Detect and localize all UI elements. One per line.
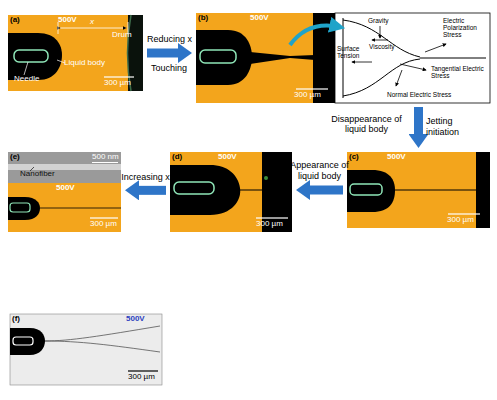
force-arrow — [372, 40, 388, 41]
photo-panel: (d) 500V 300 µm — [170, 152, 292, 232]
needle — [13, 337, 33, 345]
scale-bar — [92, 162, 118, 163]
voltage-label: 500V — [218, 153, 237, 162]
liquid-body — [8, 197, 40, 220]
zoom-arrow — [290, 25, 340, 45]
scale-bar — [448, 213, 480, 214]
force-label: Surface Tension — [337, 45, 371, 59]
voltage-label: 500V — [58, 16, 77, 25]
photo-panel: (c) 500V 300 µm — [347, 152, 490, 228]
process-arrow — [138, 186, 166, 195]
force-label: Tangential Electric Stress — [431, 65, 489, 79]
voltage-label: 500V — [250, 14, 269, 23]
liquid-body — [170, 165, 240, 215]
scale-label: 300 µm — [128, 373, 155, 382]
photo-background — [347, 152, 490, 228]
photo-background — [170, 152, 292, 232]
voltage-label: 500V — [56, 184, 75, 193]
force-diagram-box: GravityViscositySurface Tension Electric … — [335, 13, 490, 103]
force-label: Gravity — [368, 17, 389, 24]
photo-background — [8, 15, 143, 91]
scale-label: 500 nm — [92, 153, 119, 162]
panel-letter: (d) — [172, 153, 182, 162]
scale-label: 300 µm — [104, 79, 131, 88]
liquid-body — [10, 328, 45, 355]
force-label: Normal Electric Stress — [387, 91, 451, 98]
part-label: Needle — [14, 75, 39, 84]
arrow-label: Disappearance of liquid body — [327, 114, 407, 136]
photo-panel: 500V 300 µm — [8, 183, 121, 232]
panel-letter: (e) — [10, 153, 20, 162]
voltage-label: 500V — [387, 153, 406, 162]
jet-line — [420, 58, 486, 59]
photo-background — [10, 314, 162, 385]
needle — [10, 203, 30, 212]
force-arrow — [396, 70, 402, 86]
scale-bar — [104, 76, 134, 77]
dimension-label: x — [90, 18, 94, 27]
force-arrow — [425, 44, 446, 52]
liquid-neck — [250, 52, 315, 64]
photo-background — [8, 183, 121, 232]
jet-line — [45, 326, 160, 341]
process-arrow — [147, 49, 179, 58]
jet-line — [40, 208, 121, 209]
part-label: Drum — [112, 31, 132, 40]
scale-bar — [256, 217, 288, 218]
needle — [350, 184, 382, 195]
inset-background — [335, 13, 490, 103]
sem-panel: (e)Nanofiber 500 nm — [8, 152, 121, 183]
meniscus — [343, 59, 420, 96]
scale-label: 300 µm — [90, 220, 117, 229]
step-label: Touching — [145, 63, 193, 74]
voltage-label: 500V — [126, 315, 145, 324]
force-arrow — [380, 26, 381, 38]
scale-label: 300 µm — [294, 91, 321, 100]
jet-line — [45, 341, 160, 352]
panel-letter: (f) — [12, 315, 20, 324]
scale-bar — [90, 217, 118, 218]
panel-letter: (c) — [349, 153, 359, 162]
photo-panel: (f) 500V 300 µm — [10, 314, 162, 385]
force-arrow — [352, 62, 372, 63]
jet-line — [240, 190, 262, 191]
liquid-body — [8, 33, 62, 80]
force-label: Viscosity — [369, 43, 395, 50]
liquid-body — [196, 30, 252, 85]
process-arrow — [414, 107, 423, 135]
photo-panel: (a) 500V Needle Liquid body xDrum 300 µm — [8, 15, 143, 91]
force-label: Electric Polarization Stress — [443, 17, 489, 38]
process-arrow — [309, 186, 343, 195]
panel-letter: (a) — [10, 16, 20, 25]
force-arrow — [400, 64, 426, 70]
dimension-line — [60, 28, 126, 29]
sem-background — [8, 152, 121, 183]
arrow-label: Reducing x — [140, 34, 200, 45]
jet-line — [395, 190, 476, 191]
needle — [200, 50, 236, 63]
scale-bar — [128, 370, 158, 371]
scale-bar — [296, 88, 328, 89]
arrow-label: Appearance of liquid body — [287, 160, 353, 182]
drum — [476, 152, 490, 228]
glow-spot — [264, 176, 268, 180]
needle — [14, 50, 48, 62]
photo-panel: (b) 500V 300 µm GravityViscositySurface Ten… — [196, 13, 490, 103]
leader-line — [24, 62, 28, 75]
arrow-label: Increasing x — [115, 172, 177, 183]
scale-label: 300 µm — [256, 220, 283, 229]
part-label: Nanofiber — [20, 170, 55, 179]
step-label: Jetting initiation — [426, 116, 474, 138]
part-label: Liquid body — [64, 59, 105, 68]
scale-label: 300 µm — [447, 216, 474, 225]
needle — [174, 182, 214, 194]
panel-letter: (b) — [198, 14, 208, 23]
liquid-body — [347, 170, 395, 212]
leader-line — [57, 60, 65, 63]
